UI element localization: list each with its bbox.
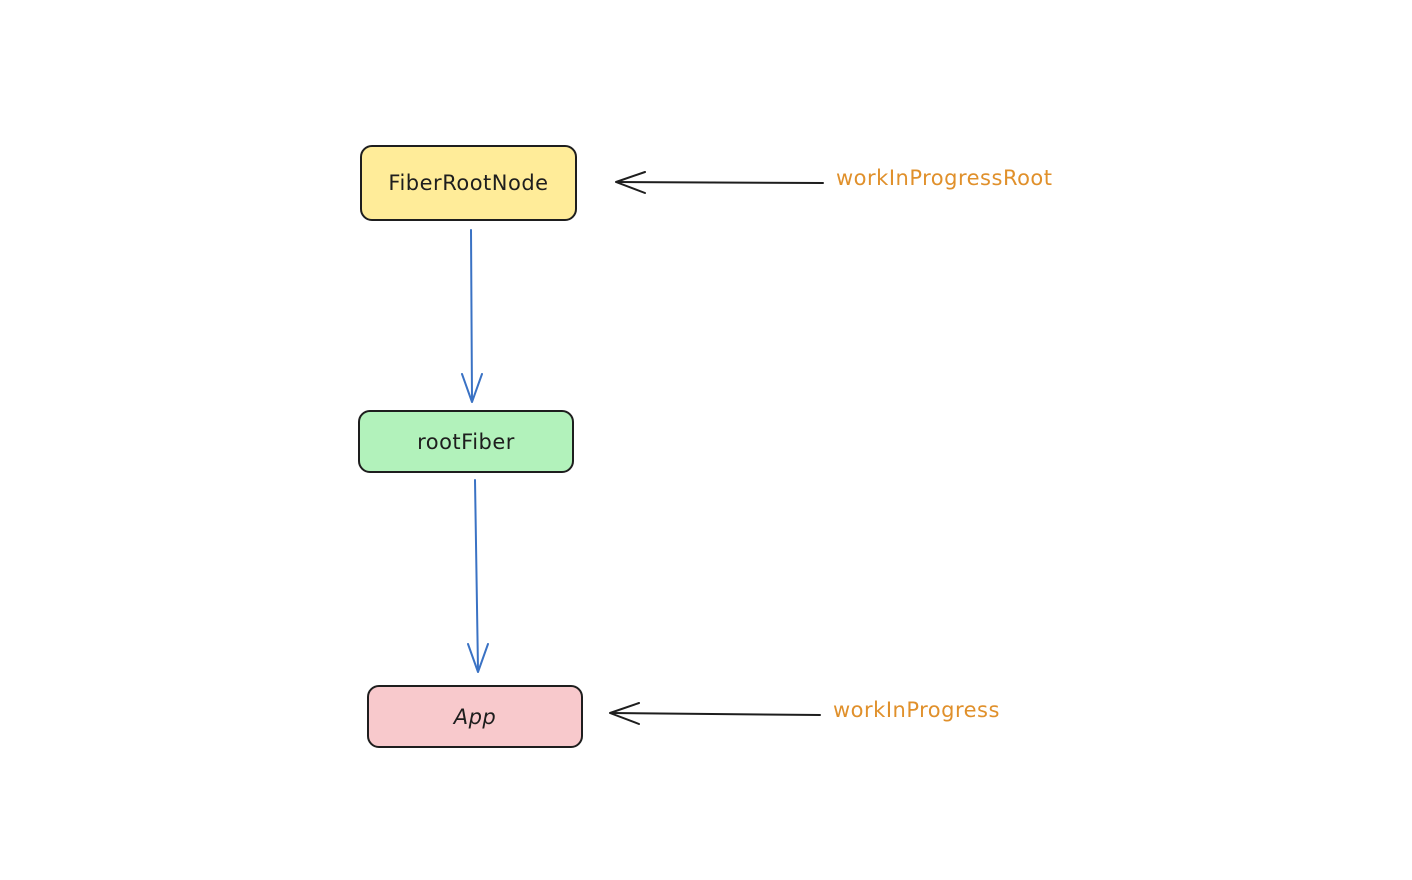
pointer-arrow-work-in-progress-root	[615, 171, 824, 194]
app-box: App	[367, 685, 583, 748]
pointer-arrow-work-in-progress	[609, 702, 821, 725]
edge-rootfiber-to-app	[467, 479, 489, 673]
app-label: App	[453, 704, 497, 729]
pointer-line	[611, 712, 821, 716]
edge-fiberrootnode-to-rootfiber	[461, 229, 483, 403]
pointer-arrowhead	[615, 171, 646, 194]
fiberrootnode-box: FiberRootNode	[360, 145, 577, 221]
pointer-arrowhead	[609, 702, 640, 725]
pointer-line	[617, 181, 824, 184]
edge-arrowhead	[467, 643, 489, 673]
edge-line	[474, 479, 479, 671]
edge-line	[470, 229, 473, 401]
rootfiber-label: rootFiber	[417, 429, 515, 454]
fiberrootnode-label: FiberRootNode	[388, 171, 549, 195]
rootfiber-box: rootFiber	[358, 410, 574, 473]
work-in-progress-root-label: workInProgressRoot	[836, 166, 1053, 190]
edge-arrowhead	[461, 373, 483, 403]
work-in-progress-label: workInProgress	[833, 698, 1000, 722]
